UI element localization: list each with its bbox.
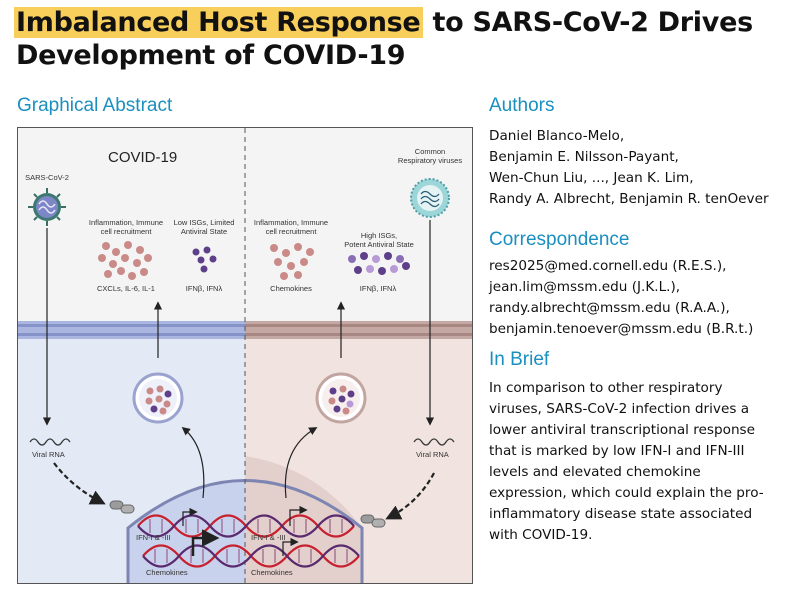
right-ifn-dots (348, 252, 410, 275)
right-virus-label-2: Respiratory viruses (398, 156, 462, 165)
authors-heading: Authors (489, 95, 555, 116)
right-sensing-arrow (385, 472, 435, 520)
right-isg-label-2: Potent Antiviral State (344, 240, 414, 249)
left-cytokines-label: CXCLs, IL-6, IL-1 (97, 284, 155, 293)
in-brief-line: lower antiviral transcriptional response (489, 422, 756, 438)
right-virus-label-1: Common (415, 147, 445, 156)
left-cytokine-dots (98, 241, 152, 280)
graphical-abstract-heading: Graphical Abstract (17, 95, 173, 116)
in-brief-line: expression, which could explain the pro- (489, 485, 764, 501)
graphical-abstract: COVID-19 SARS-CoV-2 Common Respiratory v… (17, 127, 473, 584)
in-brief-line: with COVID-19. (489, 527, 593, 543)
in-brief-text: In comparison to other respiratory virus… (489, 378, 764, 546)
covid-label: COVID-19 (108, 149, 177, 166)
left-vesicle-icon (132, 372, 184, 424)
right-viral-rna-label: Viral RNA (416, 450, 449, 459)
left-ifn-dots (192, 246, 217, 273)
right-chemokine-dots (270, 243, 314, 280)
correspondence-email[interactable]: randy.albrecht@mssm.edu (R.A.A.), (489, 300, 730, 316)
right-inflammation-label-1: Inflammation, Immune (254, 218, 328, 227)
in-brief-line: viruses, SARS-CoV-2 infection drives a (489, 401, 750, 417)
right-inflammation-label-2: cell recruitment (266, 227, 318, 236)
left-virus-label: SARS-CoV-2 (25, 173, 69, 182)
title-highlight: Imbalanced Host Response (14, 7, 424, 38)
sars-cov-2-virus-icon: SARS-CoV-2 (25, 173, 69, 226)
left-isg-label-1: Low ISGs, Limited (174, 218, 235, 227)
ifn-dna-helix (137, 514, 355, 538)
author-line: Wen-Chun Liu, ..., Jean K. Lim, (489, 170, 694, 186)
right-ifn-gene-label: IFN-I & -III (251, 533, 286, 542)
left-chemokines-gene-label: Chemokines (146, 568, 188, 577)
authors-list: Daniel Blanco-Melo, Benjamin E. Nilsson-… (489, 126, 769, 210)
right-ifn-label: IFNβ, IFNλ (360, 284, 397, 293)
title-rest: to SARS-CoV-2 Drives (423, 7, 754, 38)
left-curved-arrow (181, 426, 205, 499)
right-membrane (245, 321, 472, 339)
right-curved-arrow (284, 427, 318, 499)
title-line2: Development of COVID-19 (16, 40, 406, 71)
right-vesicle-icon (315, 372, 367, 424)
in-brief-line: In comparison to other respiratory (489, 380, 723, 396)
in-brief-line: levels and elevated chemokine (489, 464, 701, 480)
right-isg-label-1: High ISGs, (361, 231, 397, 240)
left-sensor-icon (109, 500, 135, 514)
respiratory-virus-icon: Common Respiratory viruses (398, 147, 462, 218)
correspondence-heading: Correspondence (489, 229, 630, 250)
right-chemokines-label: Chemokines (270, 284, 312, 293)
left-viral-rna-label: Viral RNA (32, 450, 65, 459)
author-line: Benjamin E. Nilsson-Payant, (489, 149, 679, 165)
in-brief-line: that is marked by low IFN-I and IFN-III (489, 443, 745, 459)
paper-title: Imbalanced Host Response to SARS-CoV-2 D… (14, 6, 786, 72)
right-chemokines-gene-label: Chemokines (251, 568, 293, 577)
left-inflammation-label-1: Inflammation, Immune (89, 218, 163, 227)
in-brief-heading: In Brief (489, 349, 550, 370)
transcription-arrows (182, 505, 308, 556)
left-membrane (18, 321, 245, 339)
left-inflammation-label-2: cell recruitment (101, 227, 153, 236)
left-ifn-label: IFNβ, IFNλ (186, 284, 223, 293)
correspondence-list: res2025@med.cornell.edu (R.E.S.), jean.l… (489, 256, 753, 340)
right-sensor-icon (360, 514, 386, 528)
correspondence-email[interactable]: jean.lim@mssm.edu (J.K.L.), (489, 279, 681, 295)
right-viral-rna-icon (413, 438, 455, 446)
correspondence-email[interactable]: benjamin.tenoever@mssm.edu (B.R.t.) (489, 321, 754, 337)
left-ifn-gene-label: IFN-I & -III (136, 533, 171, 542)
left-isg-label-2: Antiviral State (181, 227, 227, 236)
author-line: Daniel Blanco-Melo, (489, 128, 625, 144)
author-line: Randy A. Albrecht, Benjamin R. tenOever (489, 191, 769, 207)
in-brief-line: inflammatory disease state associated (489, 506, 753, 522)
chemokine-dna-helix (142, 544, 360, 568)
correspondence-email[interactable]: res2025@med.cornell.edu (R.E.S.), (489, 258, 727, 274)
left-viral-rna-icon (29, 438, 71, 446)
left-sensing-arrow (53, 462, 106, 505)
